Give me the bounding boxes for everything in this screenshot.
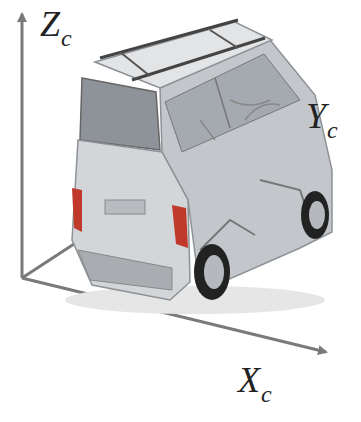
z-axis (21, 14, 24, 278)
axis-subscript: c (61, 26, 72, 50)
car-illustration (65, 20, 332, 314)
axis-label: Z (40, 6, 60, 42)
axis-label: Y (306, 98, 326, 134)
axis-subscript: c (261, 382, 272, 406)
axis-subscript: c (327, 118, 338, 142)
axis-label: X (238, 362, 260, 398)
